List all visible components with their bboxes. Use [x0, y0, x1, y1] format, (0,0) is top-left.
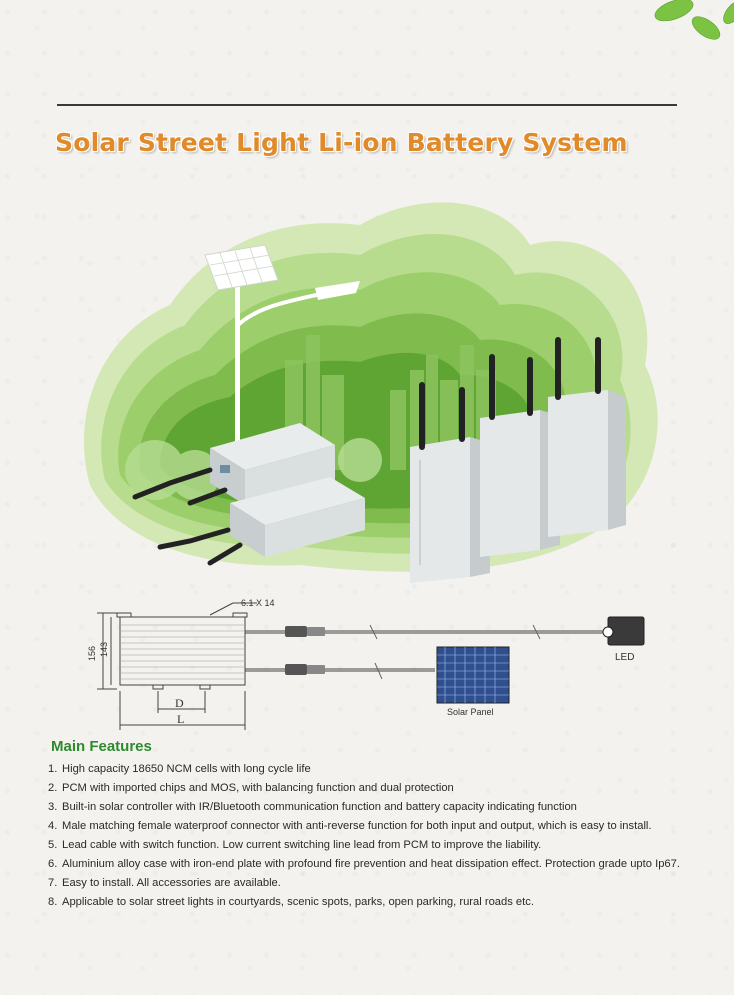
- street-light: [204, 244, 360, 445]
- dim-inner-label: 143: [99, 642, 109, 657]
- feature-item: 7.Easy to install. All accessories are a…: [48, 877, 281, 889]
- feature-item: 8.Applicable to solar street lights in c…: [48, 896, 534, 908]
- header-rule: [57, 104, 677, 106]
- dim-outer-label: 156: [87, 646, 97, 661]
- feature-item: 2.PCM with imported chips and MOS, with …: [48, 782, 454, 794]
- features-heading: Main Features: [51, 738, 152, 755]
- hero-illustration: [83, 202, 658, 583]
- feature-item: 3.Built-in solar controller with IR/Blue…: [48, 801, 577, 813]
- wiring-diagram: 6.1 X 14 156 143 D L LED Solar Panel: [87, 598, 645, 730]
- feature-item: 4.Male matching female waterproof connec…: [48, 820, 652, 832]
- solar-panel-label: Solar Panel: [447, 707, 494, 717]
- page-title: Solar Street Light Li-ion Battery System: [55, 128, 628, 157]
- dim-l-label: L: [177, 712, 184, 726]
- battery-box-horizontal-1: [210, 423, 335, 505]
- battery-box-horizontal-2: [230, 477, 365, 557]
- dim-d-label: D: [175, 696, 184, 710]
- battery-box-vertical-3: [548, 390, 626, 537]
- feature-item: 6.Aluminium alloy case with iron-end pla…: [48, 858, 680, 870]
- bolt-label: 6.1 X 14: [241, 598, 275, 608]
- battery-box-vertical-1: [410, 437, 490, 583]
- led-label: LED: [615, 652, 634, 663]
- main-features: Main Features 1.High capacity 18650 NCM …: [48, 738, 688, 913]
- feature-item: 5.Lead cable with switch function. Low c…: [48, 839, 542, 851]
- feature-item: 1.High capacity 18650 NCM cells with lon…: [48, 763, 311, 775]
- diagram-battery-box: [119, 616, 246, 686]
- features-list: 1.High capacity 18650 NCM cells with lon…: [48, 761, 688, 910]
- leaves-decoration: [654, 0, 734, 40]
